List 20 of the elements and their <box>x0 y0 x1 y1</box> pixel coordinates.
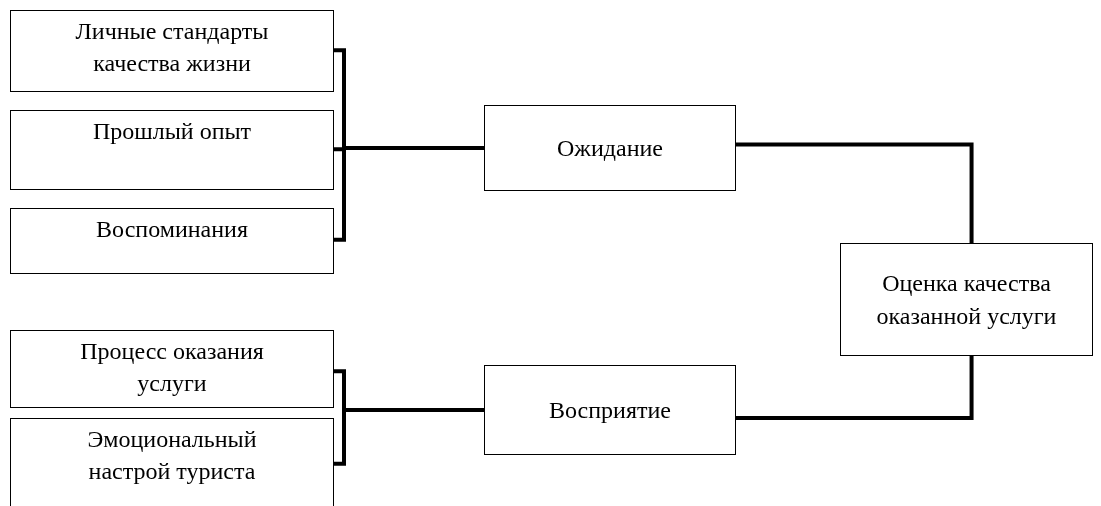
box-label: Процесс оказания услуги <box>79 337 265 399</box>
connector-line <box>334 146 484 242</box>
box-label: Восприятие <box>549 395 671 425</box>
connector-line <box>736 356 974 421</box>
connector-line <box>736 142 974 243</box>
text-box <box>10 208 334 274</box>
connector-line <box>334 408 484 466</box>
box-label: Ожидание <box>557 133 663 163</box>
text-box <box>484 105 736 191</box>
box-label: Эмоциональный настрой туриста <box>86 425 258 487</box>
box-label: Прошлый опыт <box>92 117 252 146</box>
box-label: Оценка качества оказанной услуги <box>875 269 1058 331</box>
text-box <box>10 110 334 190</box>
text-box <box>10 10 334 92</box>
text-box <box>10 330 334 408</box>
box-label: Воспоминания <box>96 215 248 244</box>
text-box <box>484 365 736 455</box>
text-box <box>840 243 1093 356</box>
box-label: Личные стандарты качества жизни <box>74 17 270 79</box>
text-box <box>10 418 334 506</box>
